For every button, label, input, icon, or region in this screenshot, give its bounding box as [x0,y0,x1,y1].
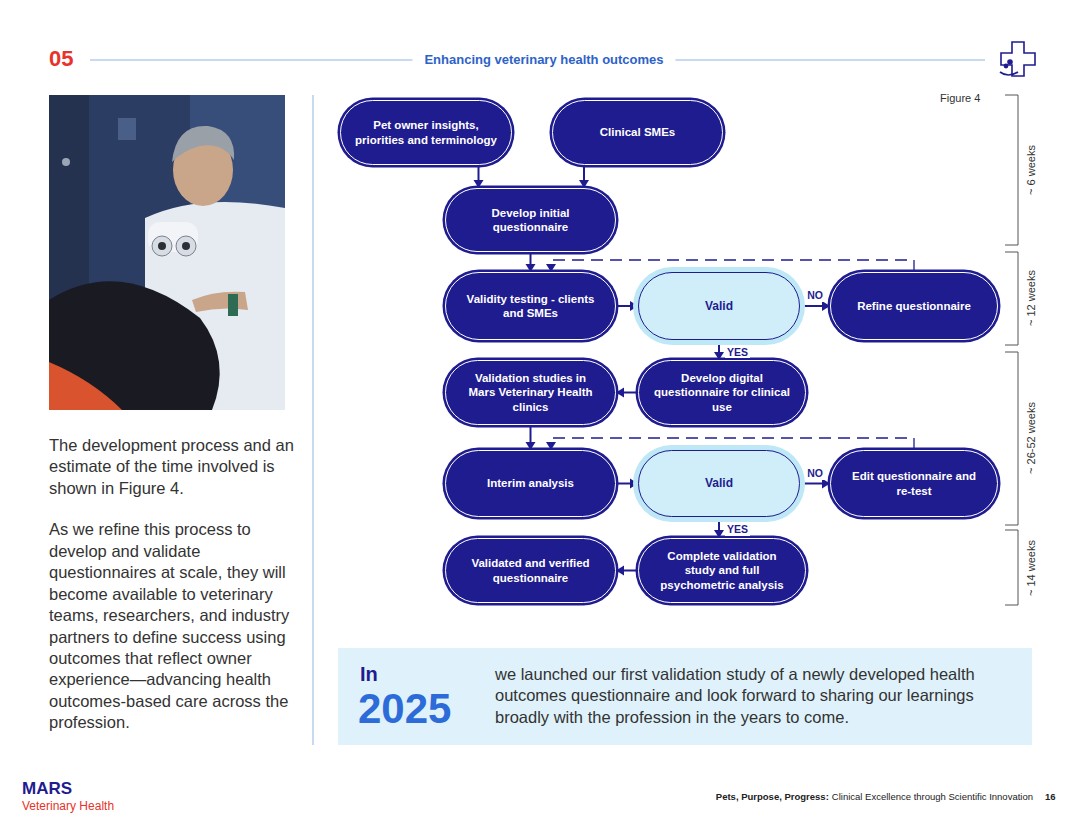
connector [800,479,830,489]
process-box: Validated and verified questionnaire [445,538,616,603]
duration-label: ~ 26-52 weeks [1025,402,1037,474]
node-text: Clinical SMEs [600,125,675,139]
node-text: Interim analysis [487,476,574,490]
connector [714,517,724,538]
connector [616,388,638,398]
connector [616,301,638,311]
arrow-head [822,479,830,489]
process-box: Complete validation study and full psych… [638,538,806,603]
node-text: Edit questionnaire and re-test [845,469,983,498]
arrow-head [616,566,624,576]
node-text: Develop digital questionnaire for clinic… [653,371,791,414]
edge-label: YES [725,523,750,536]
connector [800,301,830,311]
duration-label: ~ 6 weeks [1025,145,1037,195]
body-text: The development process and an estimate … [49,435,311,499]
connector [579,165,589,188]
divider-rule [313,95,314,745]
process-box: Interim analysis [445,450,616,517]
connector [616,479,638,489]
arrow-head [546,264,556,272]
process-box: Develop initial questionnaire [445,188,616,252]
section-number: 05 [49,46,73,72]
page-number: 16 [1045,791,1056,802]
node-text: Validation studies in Mars Veterinary He… [460,371,601,414]
arrow-head [714,352,724,360]
decision-box: Valid [638,450,800,517]
callout-text: 2025 [358,686,451,732]
photo [49,95,285,410]
arrow-head [474,180,484,188]
process-box: Clinical SMEs [552,100,723,165]
decision-box: Valid [638,272,800,340]
page-title: Enhancing veterinary health outcomes [412,52,675,67]
footer-text: Pets, Purpose, Progress: [716,791,829,802]
arrow-head [526,442,536,450]
figure-label: Figure 4 [940,92,980,104]
brand-sub: Veterinary Health [22,799,114,813]
arrow-head [822,301,830,311]
arrow-head [714,530,724,538]
node-text: Valid [705,476,733,491]
connector [474,165,484,188]
arrow-head [526,264,536,272]
node-text: Validity testing - clients and SMEs [460,292,601,321]
arrow-head [546,442,556,450]
brand-name: MARS [22,779,72,799]
connector [526,425,536,450]
duration-label: ~ 12 weeks [1025,270,1037,326]
node-text: Develop initial questionnaire [460,206,601,235]
process-box: Refine questionnaire [830,272,998,340]
connector [616,566,638,576]
connector [526,252,536,272]
arrow-head [616,388,624,398]
callout-text: In [360,662,378,686]
process-box: Validation studies in Mars Veterinary He… [445,360,616,425]
callout-text: we launched our first validation study o… [495,664,1017,728]
medical-icon [1000,42,1035,76]
connector-line [551,260,914,272]
duration-label: ~ 14 weeks [1025,540,1037,596]
node-text: Pet owner insights, priorities and termi… [355,118,497,147]
node-text: Refine questionnaire [857,299,971,313]
arrow-head [630,301,638,311]
edge-label: NO [805,467,825,480]
node-text: Valid [705,299,733,314]
footer-line: Pets, Purpose, Progress:Clinical Excelle… [716,791,1033,802]
edge-label: YES [725,346,750,359]
connector [714,340,724,360]
node-text: Validated and verified questionnaire [460,556,601,585]
connector [546,438,914,450]
process-box: Edit questionnaire and re-test [830,450,998,517]
connector-line [551,438,914,450]
arrow-head [579,180,589,188]
connector [546,260,914,272]
body-text: As we refine this process to develop and… [49,519,311,733]
process-box: Pet owner insights, priorities and termi… [340,100,512,165]
footer-text: Clinical Excellence through Scientific I… [832,791,1033,802]
process-box: Develop digital questionnaire for clinic… [638,360,806,425]
timeline-bracket [1005,95,1018,605]
process-box: Validity testing - clients and SMEs [445,272,616,340]
node-text: Complete validation study and full psych… [653,549,791,592]
edge-label: NO [805,289,825,302]
arrow-head [630,479,638,489]
callout-box: In2025 we launched our first validation s… [338,648,1032,745]
